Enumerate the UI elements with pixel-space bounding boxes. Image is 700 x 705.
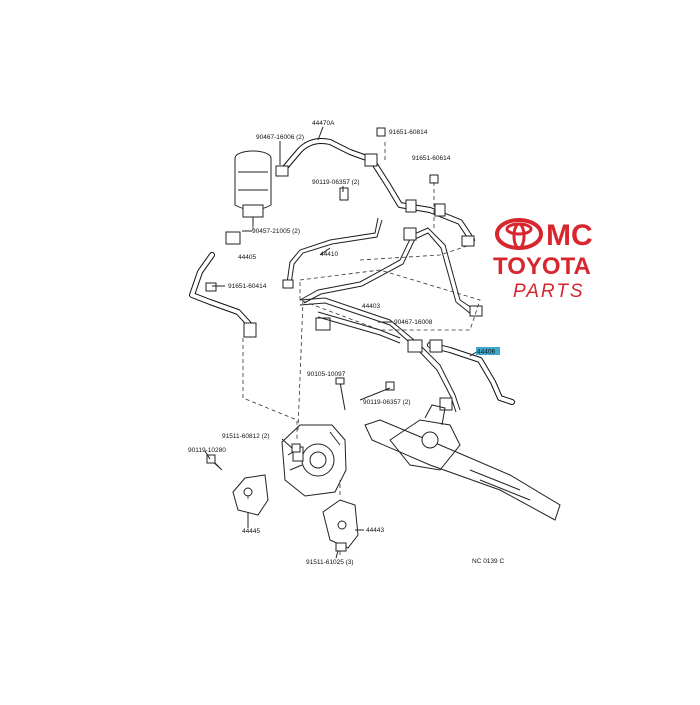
leader-lines — [204, 126, 479, 559]
reservoir-tank — [234, 150, 272, 226]
label-90119-06357-bottom: 90119-06357 (2) — [363, 399, 411, 406]
label-44410: 44410 — [320, 251, 338, 258]
tube-assembly-44403 — [299, 297, 461, 413]
suction-hose-44405 — [189, 231, 257, 338]
label-90119-10280: 90119-10280 — [188, 447, 226, 454]
logo-parts: PARTS — [513, 281, 585, 302]
toyota-emblem-icon — [495, 218, 543, 250]
return-hose-44470a — [275, 138, 475, 247]
label-44470a: 44470A — [312, 120, 335, 127]
label-91651-60414: 91651-60414 — [228, 283, 267, 290]
steering-gear — [364, 404, 561, 521]
label-44406: 44406 — [477, 349, 495, 356]
fasteners — [291, 127, 439, 453]
power-steering-pump — [281, 424, 347, 497]
label-90119-06357-top: 90119-06357 (2) — [312, 179, 360, 186]
label-90105-10097: 90105-10097 — [307, 371, 346, 378]
label-90467-16008: 90467-16008 — [394, 319, 433, 326]
mc-toyota-parts-logo: MC TOYOTA PARTS — [493, 218, 593, 302]
pressure-tube-44410 — [282, 217, 483, 331]
return-hose-44406 — [427, 339, 515, 405]
label-90457-21005: 90457-21005 (2) — [252, 228, 300, 235]
label-44443: 44443 — [366, 527, 384, 534]
diagram-code: NC 0139 C — [472, 558, 504, 565]
label-44405: 44405 — [238, 254, 256, 261]
highlight-44406 — [476, 347, 500, 355]
label-91651-60614: 91651-60614 — [412, 155, 451, 162]
reference-lines — [242, 140, 481, 555]
label-44403: 44403 — [362, 303, 380, 310]
label-91511-60812: 91511-60812 (2) — [222, 433, 270, 440]
bracket-44443 — [322, 499, 359, 552]
label-90467-16006: 90467-16006 (2) — [256, 134, 304, 141]
logo-mc: MC — [546, 219, 593, 252]
bracket-44445 — [206, 454, 269, 516]
label-91511-61025: 91511-61025 (3) — [306, 559, 354, 566]
label-44445: 44445 — [242, 528, 260, 535]
label-91651-60814: 91651-60814 — [389, 129, 428, 136]
logo-toyota: TOYOTA — [493, 253, 591, 280]
